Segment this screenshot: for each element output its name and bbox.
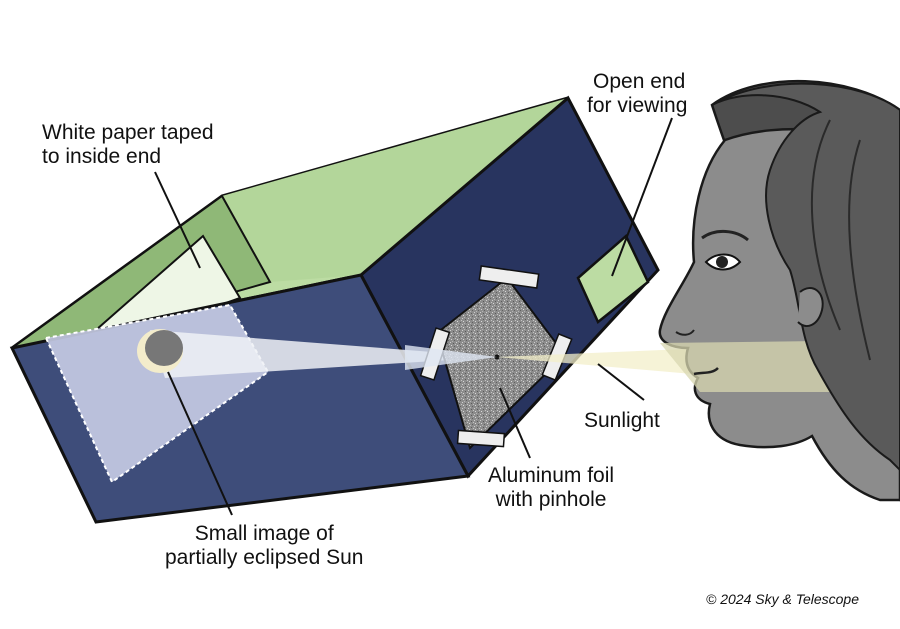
hair-strand-2 (848, 139, 871, 361)
label-white-paper-line2: to inside end (42, 145, 162, 168)
leader-sunlight (597, 363, 645, 401)
label-white-paper: White paper taped to inside end (42, 121, 214, 169)
eye-iris (716, 256, 728, 268)
label-foil-line2: with pinhole (495, 488, 607, 511)
viewing-window (576, 233, 650, 324)
mouth (693, 367, 719, 376)
label-open-end-line1: Open end (593, 70, 686, 93)
sunlight-beam-to-foil (405, 345, 497, 370)
tape-top (478, 265, 540, 289)
nostril (675, 329, 695, 336)
label-open-end: Open end for viewing (587, 70, 687, 118)
leader-sun-image (167, 371, 233, 516)
copyright-notice: © 2024 Sky & Telescope (706, 591, 860, 607)
hair-strand-1 (810, 119, 841, 331)
box-interior-shade (222, 98, 568, 282)
leader-white-paper (154, 171, 201, 269)
label-sun-image-line1: Small image of (194, 522, 334, 545)
tape-bottom (456, 429, 506, 448)
hair-front (711, 82, 900, 472)
label-white-paper-line1: White paper taped (42, 121, 214, 144)
label-sun-image: Small image of partially eclipsed Sun (165, 522, 363, 570)
light-beam-inside (150, 330, 497, 378)
leader-foil (499, 387, 531, 459)
ear (797, 287, 824, 327)
label-foil: Aluminum foil with pinhole (488, 464, 614, 512)
label-open-end-line2: for viewing (587, 94, 688, 117)
leader-open-end (611, 117, 673, 277)
eyebrow (701, 230, 749, 242)
label-sun-image-line2: partially eclipsed Sun (165, 546, 364, 569)
label-foil-line1: Aluminum foil (488, 464, 615, 487)
label-sunlight: Sunlight (584, 409, 660, 432)
moon-shadow (145, 330, 183, 366)
